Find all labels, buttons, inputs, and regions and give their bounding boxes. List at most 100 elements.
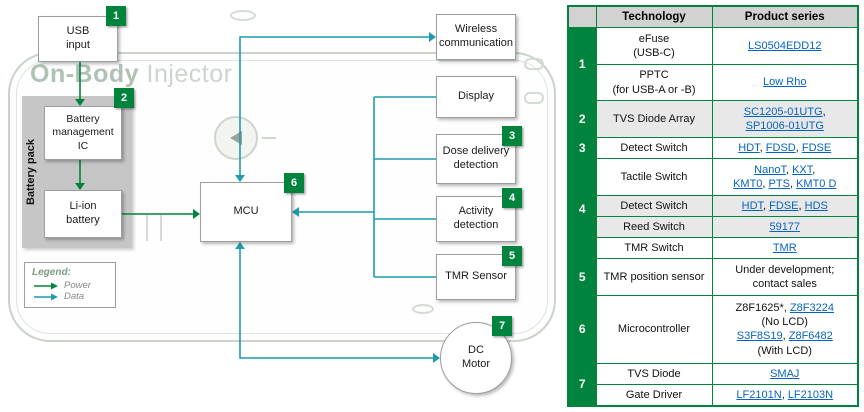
product-link[interactable]: HDS xyxy=(804,199,828,212)
device-button xyxy=(214,116,258,160)
group-number-cell: 3 xyxy=(567,137,597,160)
battery-management-ic-block: Battery management IC xyxy=(44,106,122,160)
product-series-column-header: Product series xyxy=(711,5,859,28)
product-link[interactable]: SP1006-01UTG xyxy=(745,120,824,133)
product-series-cell: Z8F1625*, Z8F3224(No LCD)S3F8S19, Z8F648… xyxy=(711,294,859,364)
li-ion-battery-block: Li-ion battery xyxy=(44,190,122,238)
device-molding-mark xyxy=(146,215,148,241)
product-link[interactable]: LS0504EDD12 xyxy=(748,39,822,52)
badge-2: 2 xyxy=(114,88,134,108)
badge-3: 3 xyxy=(502,126,522,146)
legend-power-label: Power xyxy=(64,280,91,291)
product-link[interactable]: NanoT xyxy=(754,163,786,176)
group-number-cell: 5 xyxy=(567,258,597,296)
product-series-cell: SMAJ xyxy=(711,362,859,385)
device-side-slot xyxy=(524,58,544,70)
table-row: PPTC (for USB-A or -B)Low Rho xyxy=(568,63,859,102)
group-number-cell: 2 xyxy=(567,100,597,139)
battery-pack-label: Battery pack xyxy=(25,138,38,206)
product-link[interactable]: KXT xyxy=(792,163,813,176)
product-link[interactable]: SC1205-01UTG xyxy=(743,105,823,118)
table-row: TMR Switch TMR xyxy=(568,236,859,260)
product-link[interactable]: 59177 xyxy=(769,220,801,233)
table-header-row: Technology Product series xyxy=(567,5,859,28)
dose-delivery-detection-block: Dose delivery detection xyxy=(436,134,516,184)
product-series-cell: 59177 xyxy=(711,215,859,238)
technology-cell: Microcontroller xyxy=(595,294,713,364)
product-link[interactable]: SMAJ xyxy=(770,367,800,380)
mcu-block: MCU xyxy=(200,182,292,242)
technology-cell: Gate Driver xyxy=(595,383,713,407)
product-link[interactable]: FDSE xyxy=(769,199,799,212)
technology-cell: Reed Switch xyxy=(595,215,713,238)
legend-box: Legend: Power Data xyxy=(24,262,116,308)
legend-title: Legend: xyxy=(32,267,71,278)
device-bottom-oval xyxy=(412,304,434,314)
product-link[interactable]: Z8F3224 xyxy=(789,301,834,314)
device-molding-mark xyxy=(160,215,162,241)
product-link[interactable]: LF2103N xyxy=(787,388,834,401)
product-series-cell: Low Rho xyxy=(711,63,859,102)
device-title-bold: On-Body xyxy=(30,60,140,88)
wireless-communication-block: Wireless communication xyxy=(436,14,516,60)
data-arrow-icon xyxy=(34,293,58,300)
device-top-oval xyxy=(230,10,256,21)
product-link[interactable]: HDT xyxy=(738,141,760,154)
product-series-cell: LS0504EDD12 xyxy=(711,27,859,65)
technology-cell: TVS Diode Array xyxy=(595,100,713,139)
group-number-cell: 7 xyxy=(567,362,597,407)
technology-cell: eFuse (USB-C) xyxy=(595,27,713,65)
triangle-left-icon xyxy=(230,131,242,145)
product-link[interactable]: PTS xyxy=(768,177,790,190)
product-link[interactable]: HDT xyxy=(741,199,764,212)
product-link[interactable]: Z8F6482 xyxy=(788,330,833,343)
product-link[interactable]: Low Rho xyxy=(763,76,807,89)
badge-1: 1 xyxy=(106,6,126,26)
device-button-dash xyxy=(262,137,276,139)
legend-data-label: Data xyxy=(64,291,85,302)
group-number-cell: 1 xyxy=(567,26,597,102)
product-link[interactable]: KMT0 D xyxy=(796,177,837,190)
product-link[interactable]: KMT0 xyxy=(733,177,763,190)
usb-input-block: USB input xyxy=(38,16,118,62)
technology-cell: TMR position sensor xyxy=(595,258,713,296)
injector-device-inner-outline xyxy=(16,60,548,334)
number-column-header xyxy=(567,5,597,28)
technology-cell: Detect Switch xyxy=(595,137,713,160)
product-series-cell: HDT, FDSE, HDS xyxy=(711,194,859,217)
badge-7: 7 xyxy=(492,316,512,336)
device-title: On-Body Injector xyxy=(30,60,232,89)
connection-arrows xyxy=(75,32,440,363)
badge-5: 5 xyxy=(502,246,522,266)
product-link[interactable]: FDSD xyxy=(765,141,796,154)
technology-cell: TVS Diode xyxy=(595,362,713,385)
product-link[interactable]: S3F8S19 xyxy=(736,330,783,343)
product-series-cell: HDT, FDSD, FDSE xyxy=(711,137,859,160)
device-side-slot xyxy=(524,92,544,104)
group-number-cell: 4 xyxy=(567,158,597,260)
product-series-cell: SC1205-01UTG,SP1006-01UTG xyxy=(711,100,859,139)
group-number-cell: 6 xyxy=(567,294,597,364)
badge-6: 6 xyxy=(284,173,304,193)
product-series-cell: NanoT, KXT,KMT0, PTS, KMT0 D xyxy=(711,158,859,196)
display-block: Display xyxy=(436,76,516,118)
product-series-cell: Under development;contact sales xyxy=(711,258,859,296)
technology-cell: TMR Switch xyxy=(595,236,713,260)
technology-cell: Detect Switch xyxy=(595,194,713,217)
product-link[interactable]: FDSE xyxy=(801,141,832,154)
technology-column-header: Technology xyxy=(595,5,713,28)
product-link[interactable]: TMR xyxy=(772,241,797,254)
technology-cell: Tactile Switch xyxy=(595,158,713,196)
product-series-cell: TMR xyxy=(711,236,859,260)
product-link[interactable]: LF2101N xyxy=(736,388,782,401)
